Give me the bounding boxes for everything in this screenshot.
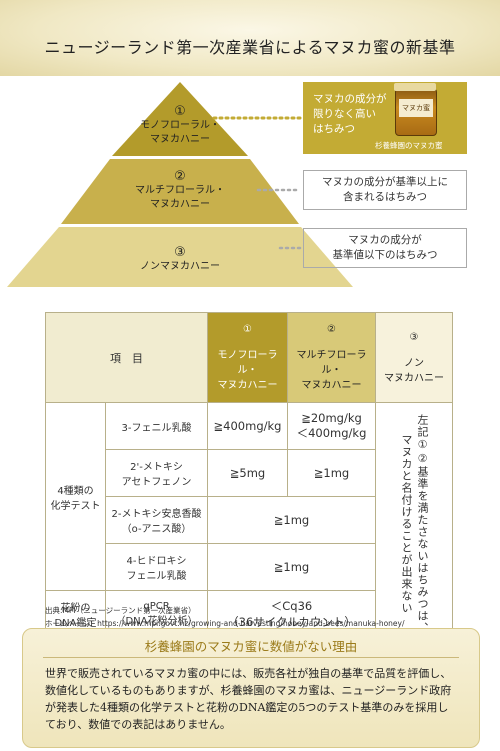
source-notes: 出典:MPI（ニュージーランド第一次産業省） ホームページ：https://ww… [45,604,405,630]
pyramid-diagram [7,82,353,287]
reason-divider [43,657,459,658]
level-number: ② [174,169,186,184]
header-banner: ニュージーランド第一次産業省によるマヌカ蜜の新基準 [0,0,500,76]
row-name: 2'-メトキシ アセトフェノン [105,449,208,497]
description-text: マヌカの成分が 基準値以下のはちみつ [332,234,438,261]
row-value-merged: ≧1mg [207,543,376,591]
description-text: マヌカの成分が基準以上に 含まれるはちみつ [322,176,448,203]
description-box-2: マヌカの成分が基準以上に 含まれるはちみつ [303,170,467,210]
table-row: 4種類の 化学テスト 3-フェニル乳酸 ≧400mg/kg ≧20mg/kg ＜… [45,402,453,638]
row-value-2: ≧20mg/kg ＜400mg/kg [287,402,376,450]
description-box-3: マヌカの成分が 基準値以下のはちみつ [303,228,467,268]
pyramid-level-2 [61,159,299,224]
row-value-merged: ≧1mg [207,496,376,544]
level-name: ノンマヌカハニー [140,261,220,272]
row-name: 4-ヒドロキシ フェニル乳酸 [105,543,208,591]
reason-box: 杉養蜂園のマヌカ蜜に数値がない理由 世界で販売されているマヌカ蜜の中には、販売各… [22,628,480,748]
pyramid-level-3 [7,227,353,287]
reason-body: 世界で販売されているマヌカ蜜の中には、販売各社が独自の基準で品質を評価し、数値化… [45,667,452,731]
header-col-name: モノフローラル・ マヌカハニー [217,350,278,391]
pyramid-label-1: ① モノフローラル・ マヌカハニー [125,105,235,147]
level-name: モノフローラル・ マヌカハニー [140,120,220,145]
group-chemical-tests: 4種類の 化学テスト [45,402,106,591]
level-number: ① [174,104,186,119]
col3-note: 左記①②基準を満たさないはちみつは、 マヌカと名付けることが出来ない [375,402,453,638]
col3-note-text: 左記①②基準を満たさないはちみつは、 マヌカと名付けることが出来ない [400,414,429,634]
page-title: ニュージーランド第一次産業省によるマヌカ蜜の新基準 [44,38,456,57]
level-number: ③ [174,245,186,260]
header-col-num: ① [243,324,252,335]
header-col-2: ② マルチフローラル・ マヌカハニー [287,312,376,403]
row-value-1: ≧400mg/kg [207,402,288,450]
table-row: 2-メトキシ安息香酸 （o-アニス酸） ≧1mg [46,496,453,544]
jar-label: マヌカ蜜 [399,99,433,117]
pyramid-label-3: ③ ノンマヌカハニー [110,246,250,274]
header-col-name: ノン マヌカハニー [384,357,444,384]
header-col-1: ① モノフローラル・ マヌカハニー [207,312,288,403]
row-name: 3-フェニル乳酸 [105,402,208,450]
header-col-num: ② [327,324,336,335]
row-value-1: ≧5mg [207,449,288,497]
honey-jar-image: マヌカ蜜 [394,83,437,136]
row-name: 2-メトキシ安息香酸 （o-アニス酸） [105,496,208,544]
source-text: 出典:MPI（ニュージーランド第一次産業省） [45,606,196,615]
jar-caption: 杉養蜂園のマヌカ蜜 [375,141,443,150]
criteria-table: 項 目 ① モノフローラル・ マヌカハニー ② マルチフローラル・ マヌカハニー… [45,312,453,638]
pyramid-level-1 [112,82,248,156]
level-name: マルチフローラル・ マヌカハニー [135,185,225,210]
description-box-1: マヌカの成分が 限りなく高い はちみつ マヌカ蜜 杉養蜂園のマヌカ蜜 [303,82,467,154]
header-col-num: ③ [409,331,419,343]
jar-lid [394,83,436,91]
description-text: マヌカの成分が 限りなく高い はちみつ [313,93,387,135]
reason-title: 杉養蜂園のマヌカ蜜に数値がない理由 [144,639,358,654]
header-col-name: マルチフローラル・ マヌカハニー [296,350,367,391]
pyramid-label-2: ② マルチフローラル・ マヌカハニー [110,170,250,212]
row-value-2: ≧1mg [287,449,376,497]
table-header-row: 項 目 ① モノフローラル・ マヌカハニー ② マルチフローラル・ マヌカハニー… [45,312,453,403]
header-item: 項 目 [45,312,208,403]
homepage-link[interactable]: ホームページ：https://www.mpi.govt.nz/growing-a… [45,619,405,628]
header-col-3: ③ ノン マヌカハニー [375,312,453,403]
